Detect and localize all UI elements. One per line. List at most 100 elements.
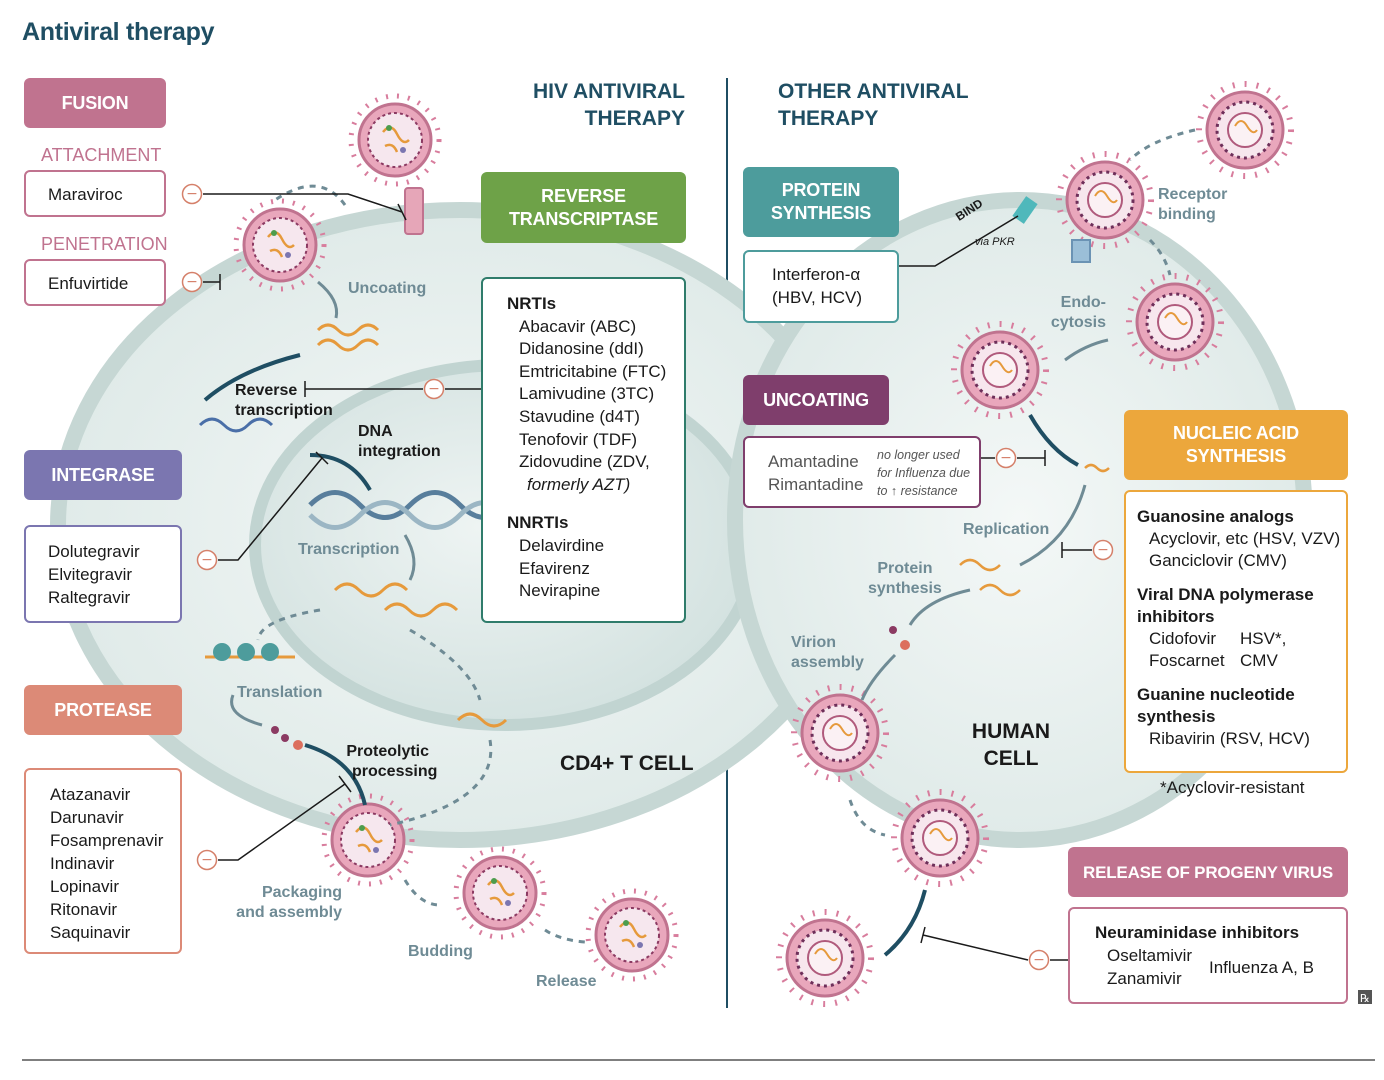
guanine-heading-line2: synthesis bbox=[1137, 707, 1216, 726]
human-cell-line1: HUMAN bbox=[971, 720, 1051, 743]
neuraminidase-targets: Influenza A, B bbox=[1209, 958, 1314, 977]
step-protein-synthesis: Protein synthesis bbox=[868, 559, 942, 599]
neuraminidase-group: Oseltamivir Zanamivir Influenza A, B bbox=[1095, 944, 1346, 992]
zidovudine-note: formerly AZT) bbox=[527, 474, 631, 494]
protein-synthesis-label: PROTEIN SYNTHESIS bbox=[743, 167, 899, 237]
other-heading-line2: THERAPY bbox=[778, 107, 879, 130]
hsv-target: HSV*, bbox=[1240, 629, 1287, 648]
raltegravir: Raltegravir bbox=[48, 588, 131, 607]
svg-text:−: − bbox=[201, 852, 213, 868]
zanamivir: Zanamivir bbox=[1107, 969, 1182, 988]
protein-synthesis-step-line1: Protein bbox=[877, 560, 933, 577]
rt-step-line1: Reverse bbox=[235, 382, 298, 399]
cmv-target: CMV bbox=[1240, 651, 1278, 670]
fusion-label: FUSION bbox=[24, 78, 166, 128]
cd4-cell-label: CD4+ T CELL bbox=[560, 752, 694, 775]
interferon-targets: (HBV, HCV) bbox=[772, 288, 863, 307]
hiv-heading-line2: THERAPY bbox=[584, 107, 685, 130]
amantadine-note: no longer used for Influenza due to ↑ re… bbox=[877, 446, 970, 500]
neuraminidase-heading: Neuraminidase inhibitors bbox=[1095, 923, 1300, 942]
protease-label: PROTEASE bbox=[24, 685, 182, 735]
ps-label-line1: PROTEIN bbox=[781, 180, 861, 200]
elvitegravir: Elvitegravir bbox=[48, 565, 133, 584]
svg-text:−: − bbox=[186, 274, 198, 290]
human-cell-label: HUMAN CELL bbox=[968, 718, 1054, 772]
step-replication: Replication bbox=[963, 521, 1050, 538]
cidofovir: Cidofovir bbox=[1149, 629, 1217, 648]
efavirenz: Efavirenz bbox=[519, 558, 590, 578]
polymerase-drugs: Cidofovir Foscarnet bbox=[1137, 628, 1225, 672]
step-translation: Translation bbox=[237, 684, 323, 701]
guanine-heading-line1: Guanine nucleotide bbox=[1137, 685, 1295, 704]
receptor-line1: Receptor bbox=[1158, 186, 1228, 203]
page-title: Antiviral therapy bbox=[22, 18, 215, 46]
polymerase-heading-line1: Viral DNA polymerase bbox=[1137, 585, 1314, 604]
tenofovir: Tenofovir (TDF) bbox=[519, 429, 638, 449]
hiv-heading: HIV ANTIVIRAL THERAPY bbox=[490, 78, 685, 132]
virion-line1: Virion bbox=[791, 634, 837, 651]
nas-label-line1: NUCLEIC ACID bbox=[1173, 423, 1299, 443]
hiv-heading-line1: HIV ANTIVIRAL bbox=[532, 80, 685, 103]
integrase-drug-box: Dolutegravir Elvitegravir Raltegravir bbox=[24, 525, 182, 623]
inhibit-nucleic-acid: − bbox=[1092, 539, 1114, 561]
virion-line2: assembly bbox=[791, 654, 864, 671]
step-receptor-binding: Receptor binding bbox=[1158, 185, 1227, 225]
svg-text:−: − bbox=[1000, 450, 1012, 466]
human-cell-line2: CELL bbox=[983, 747, 1039, 770]
ribavirin: Ribavirin (RSV, HCV) bbox=[1149, 729, 1310, 748]
release-drug-box: Neuraminidase inhibitors Oseltamivir Zan… bbox=[1068, 907, 1348, 1004]
abacavir: Abacavir (ABC) bbox=[519, 316, 637, 336]
nas-label-line2: SYNTHESIS bbox=[1185, 446, 1287, 466]
via-pkr-label: via PKR bbox=[975, 236, 1015, 248]
zidovudine: Zidovudine (ZDV, bbox=[519, 452, 650, 472]
other-heading: OTHER ANTIVIRAL THERAPY bbox=[778, 78, 969, 132]
rimantadine: Rimantadine bbox=[768, 475, 864, 494]
stavudine: Stavudine (d4T) bbox=[519, 406, 640, 426]
rt-step-line2: transcription bbox=[235, 402, 333, 419]
svg-text:−: − bbox=[428, 381, 440, 397]
protein-synthesis-step-line2: synthesis bbox=[868, 580, 942, 597]
note-line2: for Influenza due bbox=[877, 466, 971, 480]
amantadine-drugs: Amantadine Rimantadine bbox=[768, 450, 863, 496]
attachment-drug-box: Maraviroc bbox=[24, 170, 166, 217]
step-packaging: Packaging and assembly bbox=[232, 883, 342, 923]
dna-integration-line2: integration bbox=[358, 443, 441, 460]
step-dna-integration: DNA integration bbox=[358, 422, 441, 462]
step-endocytosis: Endo- cytosis bbox=[1050, 293, 1106, 333]
nnrti-heading: NNRTIs bbox=[507, 513, 569, 533]
uncoating-label: UNCOATING bbox=[743, 375, 889, 425]
inhibit-protease: − bbox=[196, 849, 218, 871]
proteolytic-line2: processing bbox=[352, 763, 438, 780]
step-release: Release bbox=[536, 973, 597, 990]
integrase-label: INTEGRASE bbox=[24, 450, 182, 500]
proteolytic-line1: Proteolytic bbox=[346, 743, 430, 760]
interferon-box: Interferon-α (HBV, HCV) bbox=[743, 250, 899, 323]
inhibit-enfuvirtide: − bbox=[181, 271, 203, 293]
neuraminidase-drugs: Oseltamivir Zanamivir bbox=[1095, 944, 1192, 990]
step-proteolytic-processing: Proteolytic processing bbox=[338, 742, 437, 782]
atazanavir: Atazanavir bbox=[50, 785, 131, 804]
oseltamivir: Oseltamivir bbox=[1107, 946, 1193, 965]
other-heading-line1: OTHER ANTIVIRAL bbox=[778, 80, 969, 103]
packaging-line1: Packaging bbox=[261, 884, 342, 901]
ps-label-line2: SYNTHESIS bbox=[770, 203, 872, 223]
release-label: RELEASE OF PROGENY VIRUS bbox=[1068, 847, 1348, 897]
indinavir: Indinavir bbox=[50, 854, 115, 873]
penetration-drug-box: Enfuvirtide bbox=[24, 259, 166, 306]
emtricitabine: Emtricitabine (FTC) bbox=[519, 361, 667, 381]
foscarnet: Foscarnet bbox=[1149, 651, 1225, 670]
amantadine: Amantadine bbox=[768, 452, 859, 471]
amantadine-box: Amantadine Rimantadine no longer used fo… bbox=[743, 436, 981, 508]
dna-integration-line1: DNA bbox=[358, 423, 393, 440]
step-uncoating: Uncoating bbox=[348, 280, 427, 297]
guanosine-heading: Guanosine analogs bbox=[1137, 507, 1294, 526]
svg-text:−: − bbox=[186, 186, 198, 202]
delavirdine: Delavirdine bbox=[519, 535, 605, 555]
rt-label-line1: REVERSE bbox=[541, 185, 626, 206]
protease-drug-box: Atazanavir Darunavir Fosamprenavir Indin… bbox=[24, 768, 182, 954]
maraviroc: Maraviroc bbox=[48, 185, 123, 204]
packaging-line2: and assembly bbox=[236, 904, 342, 921]
step-transcription: Transcription bbox=[298, 541, 400, 558]
acyclovir-footnote: *Acyclovir-resistant bbox=[1160, 778, 1305, 797]
lamivudine: Lamivudine (3TC) bbox=[519, 384, 655, 404]
